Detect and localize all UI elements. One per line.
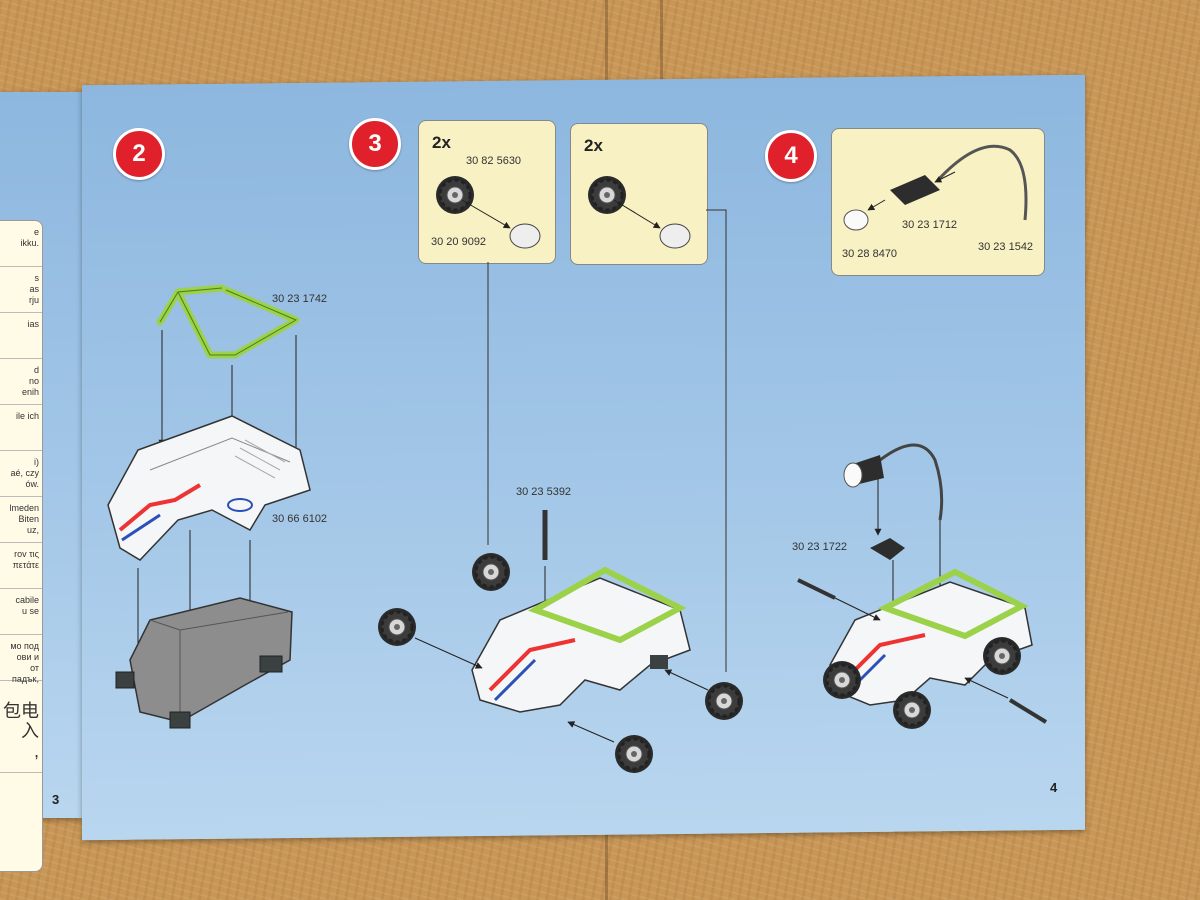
gooseneck-lamp-icon (843, 443, 944, 521)
part-number: 30 23 5392 (516, 486, 572, 498)
wheel-with-hub-icon (434, 174, 541, 249)
desk-board-seam (660, 0, 663, 120)
step-badge-4: 4 (765, 130, 817, 182)
left-manual-page: e ikku. s as rju ias d no enih ile ich i… (0, 92, 83, 872)
part-number: 30 23 1712 (902, 219, 958, 231)
text-fragment: ias (0, 313, 42, 359)
part-number: 30 23 1742 (272, 293, 328, 305)
page-number-left: 3 (52, 792, 60, 807)
page-number-right: 4 (1050, 780, 1058, 795)
wheel-icon (981, 635, 1023, 677)
wheel-icon (821, 659, 863, 701)
step-badge-2: 2 (113, 128, 165, 180)
text-fragment: мо под ови и от падък, (0, 635, 42, 684)
white-vehicle-body-icon (471, 566, 691, 713)
part-number: 30 23 1722 (792, 541, 848, 553)
text-fragment: lmeden Biten uz, (0, 497, 42, 543)
wheel-icon (376, 606, 418, 648)
part-number: 30 23 1542 (978, 241, 1034, 253)
part-number: 30 82 5630 (466, 155, 522, 167)
parts-box-step4 (831, 128, 1045, 276)
text-fragment: s as rju (0, 267, 42, 313)
wheel-icon (891, 689, 933, 731)
multilingual-text-column: e ikku. s as rju ias d no enih ile ich i… (0, 220, 43, 872)
quantity-label: 2x (584, 136, 603, 155)
text-fragment: cabile u se (0, 589, 42, 635)
white-chassis-top-icon (107, 415, 311, 561)
part-number: 30 20 9092 (431, 236, 487, 248)
wheel-icon (703, 680, 745, 722)
part-number: 30 66 6102 (272, 513, 328, 525)
step-badge-3: 3 (349, 118, 401, 170)
text-fragment: rov τις πετάτε (0, 543, 42, 589)
text-fragment: ile ich (0, 405, 42, 451)
wheel-icon (613, 733, 655, 775)
wheel-icon (470, 551, 512, 593)
text-fragment: e ikku. (0, 221, 42, 267)
quantity-label: 2x (432, 133, 451, 152)
wheel-with-hub-icon (586, 174, 691, 249)
text-fragment: 包电 入 , (0, 681, 42, 773)
gray-motor-base-icon (115, 597, 293, 729)
lamp-assembly-icon (843, 144, 1028, 231)
axle-pin-icon (797, 578, 1048, 724)
part-number: 30 28 8470 (842, 248, 898, 260)
text-fragment: i) aé, czy ów. (0, 451, 42, 497)
text-fragment: d no enih (0, 359, 42, 405)
green-roll-bar-icon (156, 284, 300, 359)
lamp-clip-icon (870, 538, 905, 560)
